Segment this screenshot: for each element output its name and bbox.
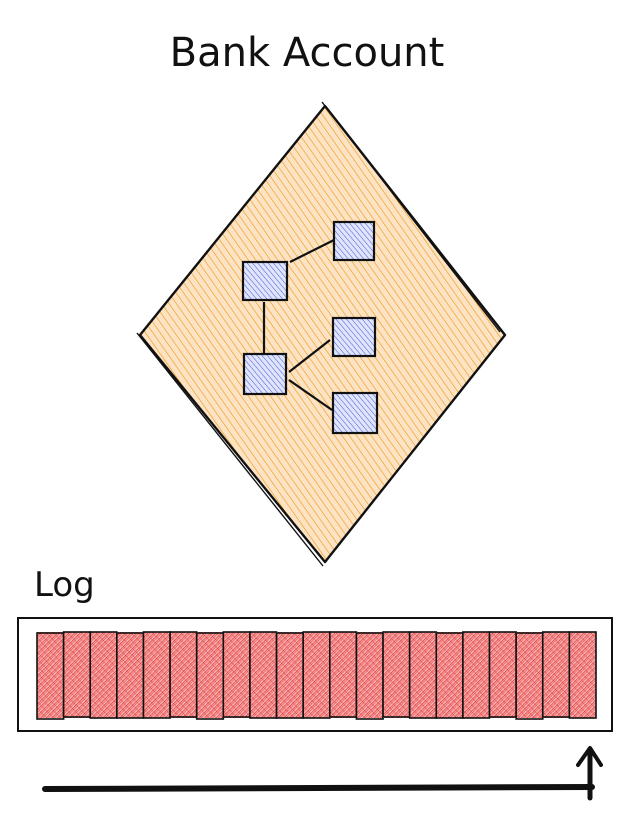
log-cell <box>435 632 464 719</box>
log-cell <box>488 631 517 718</box>
graph-nodes <box>241 220 379 435</box>
graph-node <box>241 260 289 302</box>
timeline-line <box>42 784 595 792</box>
log-cell <box>142 631 171 719</box>
log-cell <box>275 632 304 719</box>
edge-n1-n2 <box>289 239 335 263</box>
log-cell <box>462 631 491 719</box>
log-label: Log <box>34 565 95 605</box>
log-container <box>17 617 613 732</box>
log-cell <box>36 632 65 720</box>
log-cell <box>169 631 198 718</box>
log-cell <box>382 631 411 718</box>
log-cell <box>355 632 384 720</box>
edge-n3-n5 <box>288 379 333 411</box>
log-cell <box>541 631 571 718</box>
graph-node <box>242 352 288 396</box>
log-cell <box>116 632 145 719</box>
bank-account-diamond <box>136 101 507 567</box>
log-cell <box>89 631 118 719</box>
log-cell <box>329 631 358 718</box>
graph-node <box>331 391 379 435</box>
up-arrow-icon <box>576 746 603 801</box>
log-timeline <box>42 746 603 801</box>
log-cell <box>302 631 331 719</box>
log-cell <box>515 632 544 720</box>
graph-node <box>332 220 376 262</box>
log-cell <box>222 631 251 718</box>
graph-node <box>331 316 377 358</box>
log-cell <box>195 632 225 720</box>
diagram-title: Bank Account <box>170 30 445 76</box>
edge-n3-n4 <box>288 339 331 373</box>
log-cell <box>62 631 92 718</box>
log-cell <box>408 631 438 719</box>
graph-edges <box>262 239 335 411</box>
log-cell <box>249 631 278 719</box>
log-cell <box>568 631 597 719</box>
log-cells <box>36 631 597 720</box>
